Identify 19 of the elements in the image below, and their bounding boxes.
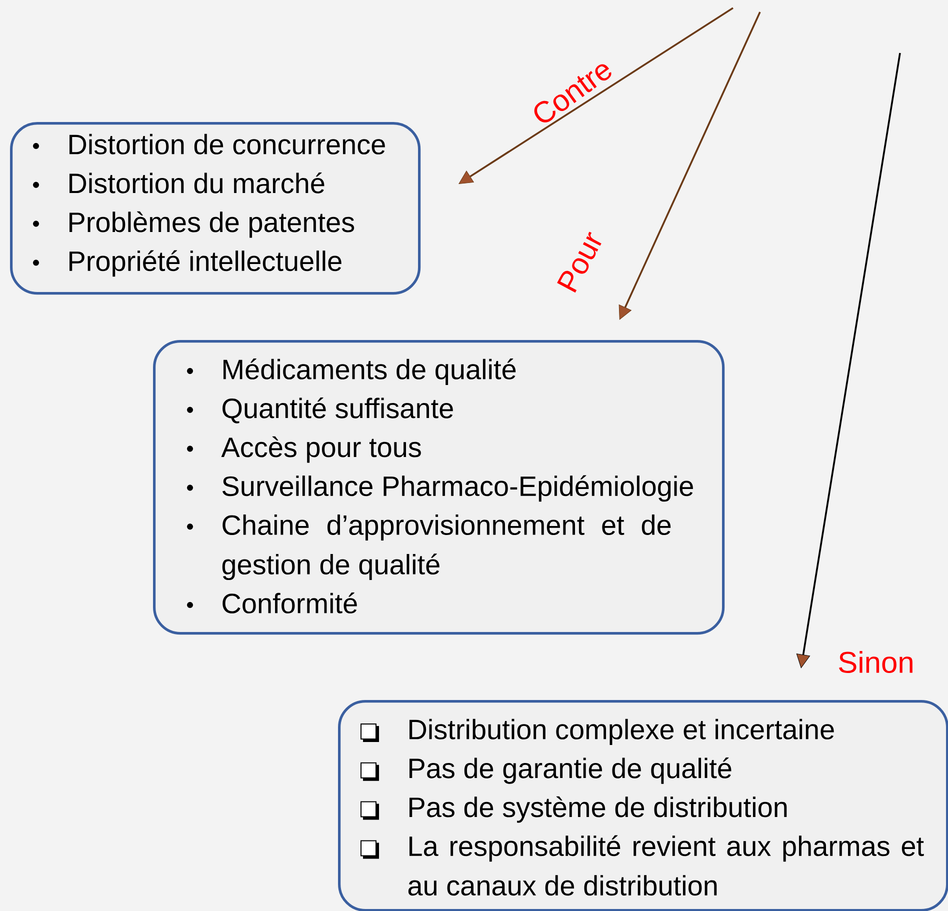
list-item: Distortion de concurrence (70, 134, 385, 154)
arrow (458, 7, 734, 184)
list-item: Distortion du marché (70, 172, 324, 194)
list-item: Chaine d’approvisionnement et de gestion de qualité (222, 514, 671, 580)
list-item: La responsabilité revient aux pharmas et au canaux de distribution (408, 835, 924, 896)
list-item: Médicaments de qualité (224, 358, 516, 385)
list-item: Accès pour tous (221, 436, 421, 463)
edge-label: Sinon (836, 650, 916, 674)
list-item: Distribution complexe et incertaine (410, 718, 834, 745)
list-item: Problèmes de patentes (70, 211, 354, 238)
list-item: Surveillance Pharmaco-Epidémiologie (222, 475, 693, 502)
edge-label: Pour (554, 228, 606, 296)
arrow (618, 12, 761, 320)
list-item: Conformité (222, 592, 357, 614)
arrow (796, 52, 901, 668)
list-item: Propriété intellectuelle (70, 250, 342, 277)
list-item: Pas de système de distribution (410, 796, 787, 823)
list-item: Quantité suffisante (222, 397, 453, 424)
list-item: Pas de garantie de qualité (410, 757, 732, 784)
